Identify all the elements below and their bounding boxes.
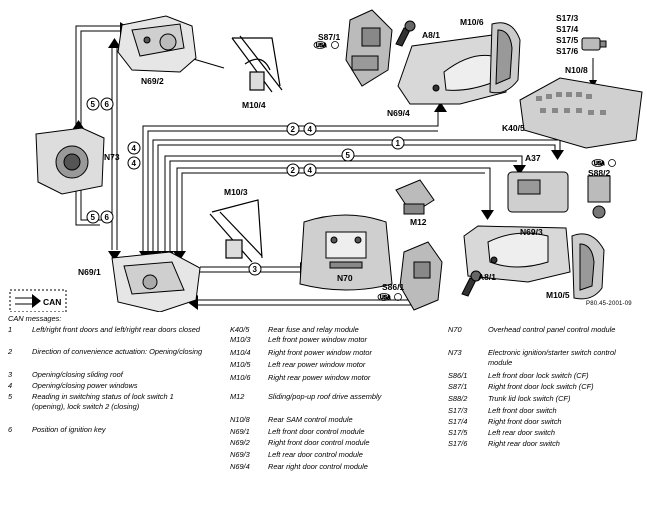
label-n69-1: N69/1 xyxy=(78,267,101,277)
label-a8-1-lower: A8/1 xyxy=(478,272,496,282)
label-k40-5: K40/5 xyxy=(502,123,525,133)
svg-text:4: 4 xyxy=(308,166,313,175)
label-s17-5: S17/5 xyxy=(556,35,578,45)
svg-text:5: 5 xyxy=(346,151,351,160)
a8-1-key-upper xyxy=(395,20,416,47)
label-n69-2: N69/2 xyxy=(141,76,164,86)
label-m10-6: M10/6 xyxy=(460,17,484,27)
svg-text:USA: USA xyxy=(380,295,391,301)
msg-marker-6a: 6 xyxy=(100,97,114,111)
n69-1-module xyxy=(111,251,201,312)
label-m12: M12 xyxy=(410,217,427,227)
m10-5-window-motor xyxy=(571,233,605,300)
svg-text:4: 4 xyxy=(132,144,137,153)
msg-marker-1: 1 xyxy=(391,136,405,150)
msg-marker-5a: 5 xyxy=(86,97,100,111)
s86-1-lock-switch xyxy=(399,241,443,311)
label-n10-8: N10/8 xyxy=(565,65,588,75)
msg-marker-4d: 4 xyxy=(303,163,317,177)
label-s87-1: S87/1 xyxy=(318,32,340,42)
n10-8-rear-sam-module xyxy=(519,77,643,149)
usa-badge-s87-1: USA xyxy=(313,41,339,49)
m10-6-window-motor xyxy=(489,22,521,94)
s88-2-trunk-lock-switch xyxy=(587,175,611,219)
msg-marker-4a: 4 xyxy=(127,141,141,155)
usa-badge-s86-1: USA xyxy=(377,293,402,301)
n69-2-module xyxy=(117,15,197,73)
svg-text:USA: USA xyxy=(594,161,605,167)
m10-4-window-regulator xyxy=(231,35,283,93)
n69-4-door-panel xyxy=(397,33,507,105)
label-n69-3: N69/3 xyxy=(520,227,543,237)
s17-door-switch xyxy=(581,37,607,51)
component-labels: N69/2 M10/4 S87/1 A8/1 M10/6 N69/4 S17/3… xyxy=(78,13,610,300)
legend-title: CAN messages: xyxy=(8,314,62,323)
m10-3-window-regulator xyxy=(209,199,263,263)
label-s17-3: S17/3 xyxy=(556,13,578,23)
svg-text:USA: USA xyxy=(316,43,327,49)
usa-badge-s88-2: USA xyxy=(591,159,616,167)
svg-text:2: 2 xyxy=(291,166,296,175)
msg-marker-2b: 2 xyxy=(286,163,300,177)
svg-text:6: 6 xyxy=(105,213,110,222)
message-number-markers: 5 6 5 6 4 4 2 4 1 5 2 4 3 xyxy=(86,97,405,276)
label-s17-4: S17/4 xyxy=(556,24,578,34)
msg-marker-3: 3 xyxy=(248,262,262,276)
n73-ignition-switch xyxy=(35,127,105,195)
svg-text:4: 4 xyxy=(132,159,137,168)
label-a8-1-upper: A8/1 xyxy=(422,30,440,40)
msg-marker-6b: 6 xyxy=(100,210,114,224)
usa-badges: USA USA USA xyxy=(313,41,616,301)
msg-marker-5c: 5 xyxy=(341,148,355,162)
svg-text:5: 5 xyxy=(91,213,96,222)
svg-text:2: 2 xyxy=(291,125,296,134)
n70-overhead-panel xyxy=(299,214,393,291)
n69-3-door-panel xyxy=(463,225,571,283)
label-s17-6: S17/6 xyxy=(556,46,578,56)
can-network-diagram: 5 6 5 6 4 4 2 4 1 5 2 4 3 xyxy=(9,9,643,312)
label-n69-4: N69/4 xyxy=(387,108,410,118)
m12-sunroof-motor xyxy=(395,179,435,215)
can-label: CAN xyxy=(43,297,61,307)
a8-1-key-lower xyxy=(461,270,482,297)
msg-marker-5b: 5 xyxy=(86,210,100,224)
label-n73: N73 xyxy=(104,152,120,162)
label-m10-4: M10/4 xyxy=(242,100,266,110)
svg-text:5: 5 xyxy=(91,100,96,109)
label-s88-2: S88/2 xyxy=(588,168,610,178)
a37-trunk-lock xyxy=(507,171,569,213)
s87-1-lock-switch xyxy=(345,9,393,87)
label-a37: A37 xyxy=(525,153,541,163)
label-s86-1: S86/1 xyxy=(382,282,404,292)
msg-marker-2a: 2 xyxy=(286,122,300,136)
msg-marker-4b: 4 xyxy=(127,156,141,170)
svg-text:4: 4 xyxy=(308,125,313,134)
svg-text:1: 1 xyxy=(396,139,401,148)
label-n70: N70 xyxy=(337,273,353,283)
msg-marker-4c: 4 xyxy=(303,122,317,136)
svg-text:6: 6 xyxy=(105,100,110,109)
figure-reference: P80.45-2001-09 xyxy=(586,301,632,307)
svg-text:3: 3 xyxy=(253,265,258,274)
label-m10-5: M10/5 xyxy=(546,290,570,300)
can-legend-box: CAN xyxy=(9,289,67,312)
can-bus-lines xyxy=(75,25,594,306)
label-m10-3: M10/3 xyxy=(224,187,248,197)
